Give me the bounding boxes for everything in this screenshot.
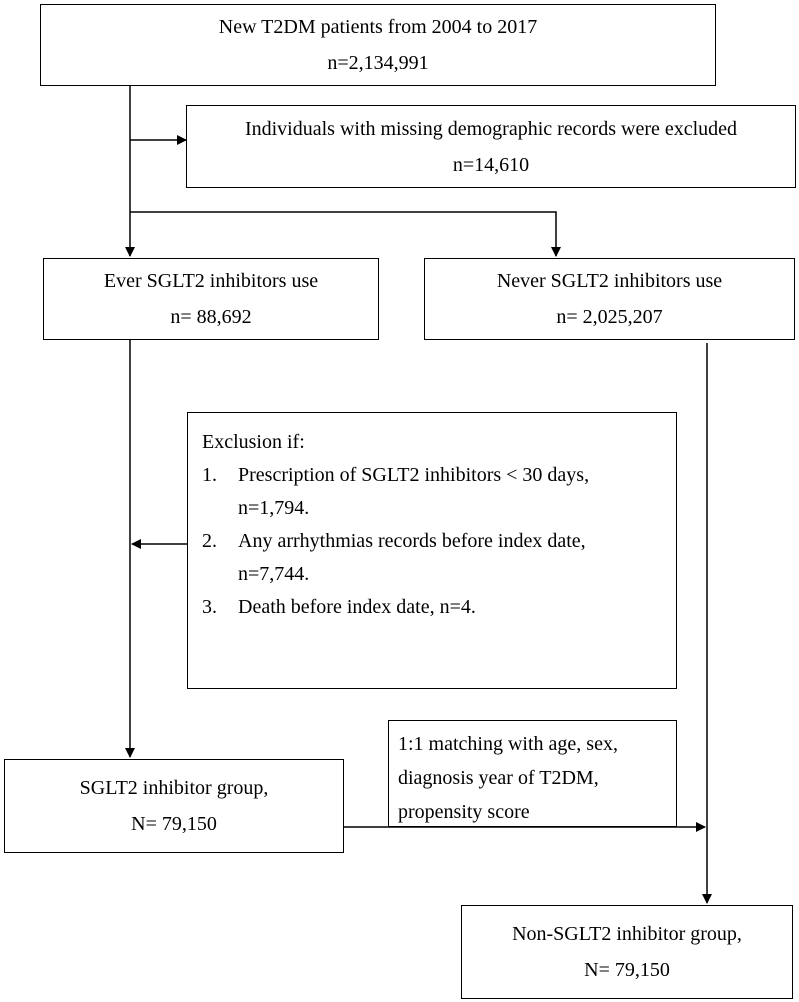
exclusion-item-text: Prescription of SGLT2 inhibitors < 30 da… xyxy=(238,464,590,486)
node-never-use-title: Never SGLT2 inhibitors use xyxy=(496,270,723,292)
exclusion-item-count: n=1,794. xyxy=(238,497,310,519)
matching-line: 1:1 matching with age, sex, xyxy=(398,733,618,755)
matching-line: diagnosis year of T2DM, xyxy=(398,767,599,789)
node-new-patients: New T2DM patients from 2004 to 2017 n=2,… xyxy=(40,4,716,86)
node-excluded-missing: Individuals with missing demographic rec… xyxy=(186,105,796,188)
node-sglt2-group-count: N= 79,150 xyxy=(131,813,217,835)
node-new-patients-count: n=2,134,991 xyxy=(327,52,429,74)
exclusion-item-text: Any arrhythmias records before index dat… xyxy=(238,530,586,552)
exclusion-item: 1. Prescription of SGLT2 inhibitors < 30… xyxy=(202,459,589,525)
node-matching: 1:1 matching with age, sex, diagnosis ye… xyxy=(388,720,677,827)
node-sglt2-group: SGLT2 inhibitor group, N= 79,150 xyxy=(4,759,344,853)
exclusion-item-number: 2. xyxy=(202,530,217,552)
node-ever-use: Ever SGLT2 inhibitors use n= 88,692 xyxy=(43,258,379,340)
node-non-sglt2-group-count: N= 79,150 xyxy=(584,959,670,981)
node-sglt2-group-title: SGLT2 inhibitor group, xyxy=(79,777,269,799)
exclusion-item-text: Death before index date, n=4. xyxy=(238,596,476,618)
exclusion-list: 1. Prescription of SGLT2 inhibitors < 30… xyxy=(202,459,589,624)
exclusion-item: 2. Any arrhythmias records before index … xyxy=(202,525,589,591)
exclusion-item-count: n=7,744. xyxy=(238,563,310,585)
node-excluded-missing-count: n=14,610 xyxy=(452,153,530,176)
node-never-use: Never SGLT2 inhibitors use n= 2,025,207 xyxy=(424,258,795,340)
node-excluded-missing-title: Individuals with missing demographic rec… xyxy=(244,117,738,140)
node-never-use-count: n= 2,025,207 xyxy=(556,306,663,328)
node-non-sglt2-group-title: Non-SGLT2 inhibitor group, xyxy=(512,923,742,945)
arrow-to-never xyxy=(130,211,561,257)
node-exclusion: Exclusion if: 1. Prescription of SGLT2 i… xyxy=(187,412,677,689)
node-new-patients-title: New T2DM patients from 2004 to 2017 xyxy=(218,16,538,38)
matching-line: propensity score xyxy=(398,801,530,823)
exclusion-item-number: 3. xyxy=(202,596,217,618)
exclusion-item: 3. Death before index date, n=4. xyxy=(202,591,589,624)
exclusion-title: Exclusion if: xyxy=(202,431,305,453)
matching-text: 1:1 matching with age, sex, diagnosis ye… xyxy=(398,727,618,829)
node-non-sglt2-group: Non-SGLT2 inhibitor group, N= 79,150 xyxy=(461,905,793,999)
node-ever-use-count: n= 88,692 xyxy=(170,306,252,328)
exclusion-item-number: 1. xyxy=(202,464,217,486)
node-ever-use-title: Ever SGLT2 inhibitors use xyxy=(103,270,319,292)
